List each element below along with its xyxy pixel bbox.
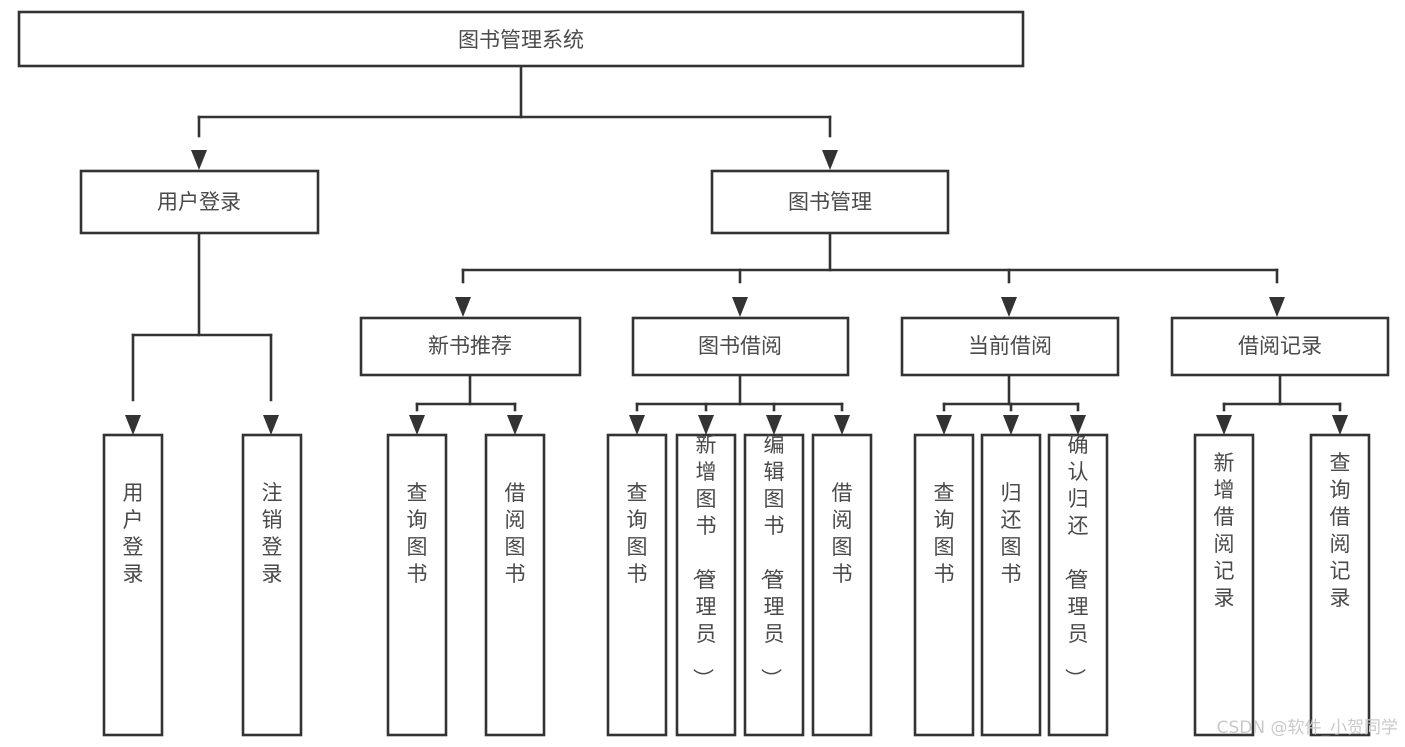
- arrow-bookmanage-to-current-borrow: [1001, 297, 1017, 317]
- leaf-user-login-logout[interactable]: 注销登录: [241, 433, 303, 737]
- leaf-book-borrow-query-box[interactable]: [606, 433, 668, 737]
- leaf-current-borrow-return-label: 归还图书: [1001, 481, 1022, 586]
- arrow-bookborrow-leaf-1: [629, 415, 645, 435]
- leaf-new-book-borrow[interactable]: 借阅图书: [484, 433, 546, 737]
- leaf-user-login-login[interactable]: 用户登录: [102, 433, 164, 737]
- leaf-borrow-record-add-box[interactable]: [1193, 433, 1255, 737]
- leaf-book-borrow-add[interactable]: 新增图书（管理员）: [675, 433, 737, 737]
- arrow-currentborrow-leaf-2: [1003, 415, 1019, 435]
- arrow-userlogin-leaf-2: [263, 415, 279, 435]
- node-user-login-label: 用户登录: [157, 190, 241, 214]
- leaf-new-book-query-label: 查询图书: [407, 481, 428, 586]
- leaf-new-book-borrow-box[interactable]: [484, 433, 546, 737]
- leaf-new-book-query[interactable]: 查询图书: [386, 433, 448, 737]
- leaf-book-borrow-edit-box[interactable]: [743, 433, 805, 737]
- arrow-bookborrow-leaf-4: [834, 415, 850, 435]
- leaf-book-borrow-borrow[interactable]: 借阅图书: [811, 433, 873, 737]
- arrow-borrowrecord-leaf-2: [1332, 415, 1348, 435]
- leaf-current-borrow-confirm-label: 确认归还（管理员）: [1063, 433, 1089, 689]
- leaf-new-book-borrow-label: 借阅图书: [505, 481, 526, 586]
- csdn-watermark: CSDN @软件_小贺同学: [1217, 718, 1398, 738]
- node-borrow-record-box[interactable]: [1170, 316, 1390, 377]
- node-book-borrow-label: 图书借阅: [698, 334, 782, 358]
- node-root-system-box[interactable]: [17, 10, 1025, 68]
- arrow-root-to-user-login: [191, 150, 207, 170]
- leaf-book-borrow-edit-label: 编辑图书（管理员）: [759, 433, 785, 689]
- leaf-current-borrow-query-label: 查询图书: [934, 481, 955, 586]
- arrow-borrowrecord-leaf-1: [1216, 415, 1232, 435]
- leaf-current-borrow-return[interactable]: 归还图书: [980, 433, 1042, 737]
- leaf-book-borrow-query[interactable]: 查询图书: [606, 433, 668, 737]
- leaf-book-borrow-borrow-label: 借阅图书: [832, 481, 853, 586]
- node-book-borrow-box[interactable]: [631, 316, 850, 377]
- leaf-current-borrow-query-box[interactable]: [913, 433, 975, 737]
- node-current-borrow[interactable]: 当前借阅: [900, 316, 1120, 377]
- node-root-system-label: 图书管理系统: [458, 28, 584, 52]
- arrow-newbook-leaf-2: [507, 415, 523, 435]
- leaf-new-book-query-box[interactable]: [386, 433, 448, 737]
- node-book-manage-box[interactable]: [710, 169, 950, 235]
- node-borrow-record[interactable]: 借阅记录: [1170, 316, 1390, 377]
- arrow-newbook-leaf-1: [409, 415, 425, 435]
- node-root-system[interactable]: 图书管理系统: [17, 10, 1025, 68]
- leaf-user-login-logout-label: 注销登录: [262, 481, 283, 586]
- leaf-book-borrow-edit[interactable]: 编辑图书（管理员）: [743, 433, 805, 737]
- node-new-book-recommend[interactable]: 新书推荐: [359, 316, 582, 377]
- arrow-bookmanage-to-new-book: [455, 297, 471, 317]
- node-new-book-recommend-label: 新书推荐: [428, 334, 512, 358]
- arrow-bookborrow-leaf-2: [698, 415, 714, 435]
- arrow-userlogin-leaf-1: [125, 415, 141, 435]
- leaf-borrow-record-query-label: 查询借阅记录: [1330, 451, 1351, 610]
- leaf-borrow-record-add-label: 新增借阅记录: [1214, 451, 1235, 610]
- arrow-currentborrow-leaf-1: [936, 415, 952, 435]
- node-current-borrow-label: 当前借阅: [968, 334, 1052, 358]
- leaf-book-borrow-add-label: 新增图书（管理员）: [691, 433, 717, 689]
- leaf-current-borrow-query[interactable]: 查询图书: [913, 433, 975, 737]
- leaf-borrow-record-query[interactable]: 查询借阅记录: [1309, 433, 1371, 737]
- connector-layer: [125, 64, 1348, 435]
- node-book-manage[interactable]: 图书管理: [710, 169, 950, 235]
- leaf-current-borrow-confirm[interactable]: 确认归还（管理员）: [1047, 433, 1109, 737]
- node-borrow-record-label: 借阅记录: [1238, 334, 1322, 358]
- node-book-borrow[interactable]: 图书借阅: [631, 316, 850, 377]
- leaf-user-login-logout-box[interactable]: [241, 433, 303, 737]
- leaf-borrow-record-query-box[interactable]: [1309, 433, 1371, 737]
- leaf-current-borrow-return-box[interactable]: [980, 433, 1042, 737]
- node-book-manage-label: 图书管理: [788, 190, 872, 214]
- leaf-book-borrow-borrow-box[interactable]: [811, 433, 873, 737]
- node-user-login-box[interactable]: [79, 169, 320, 235]
- arrow-bookborrow-leaf-3: [766, 415, 782, 435]
- arrow-currentborrow-leaf-3: [1070, 415, 1086, 435]
- node-user-login[interactable]: 用户登录: [79, 169, 320, 235]
- node-new-book-recommend-box[interactable]: [359, 316, 582, 377]
- leaf-user-login-login-label: 用户登录: [123, 481, 144, 586]
- leaf-borrow-record-add[interactable]: 新增借阅记录: [1193, 433, 1255, 737]
- arrow-bookmanage-to-borrow-record: [1269, 297, 1285, 317]
- node-current-borrow-box[interactable]: [900, 316, 1120, 377]
- leaf-user-login-login-box[interactable]: [102, 433, 164, 737]
- leaf-book-borrow-add-box[interactable]: [675, 433, 737, 737]
- arrow-bookmanage-to-book-borrow: [732, 297, 748, 317]
- arrow-root-to-book-manage: [822, 150, 838, 170]
- leaf-current-borrow-confirm-box[interactable]: [1047, 433, 1109, 737]
- leaf-book-borrow-query-label: 查询图书: [627, 481, 648, 586]
